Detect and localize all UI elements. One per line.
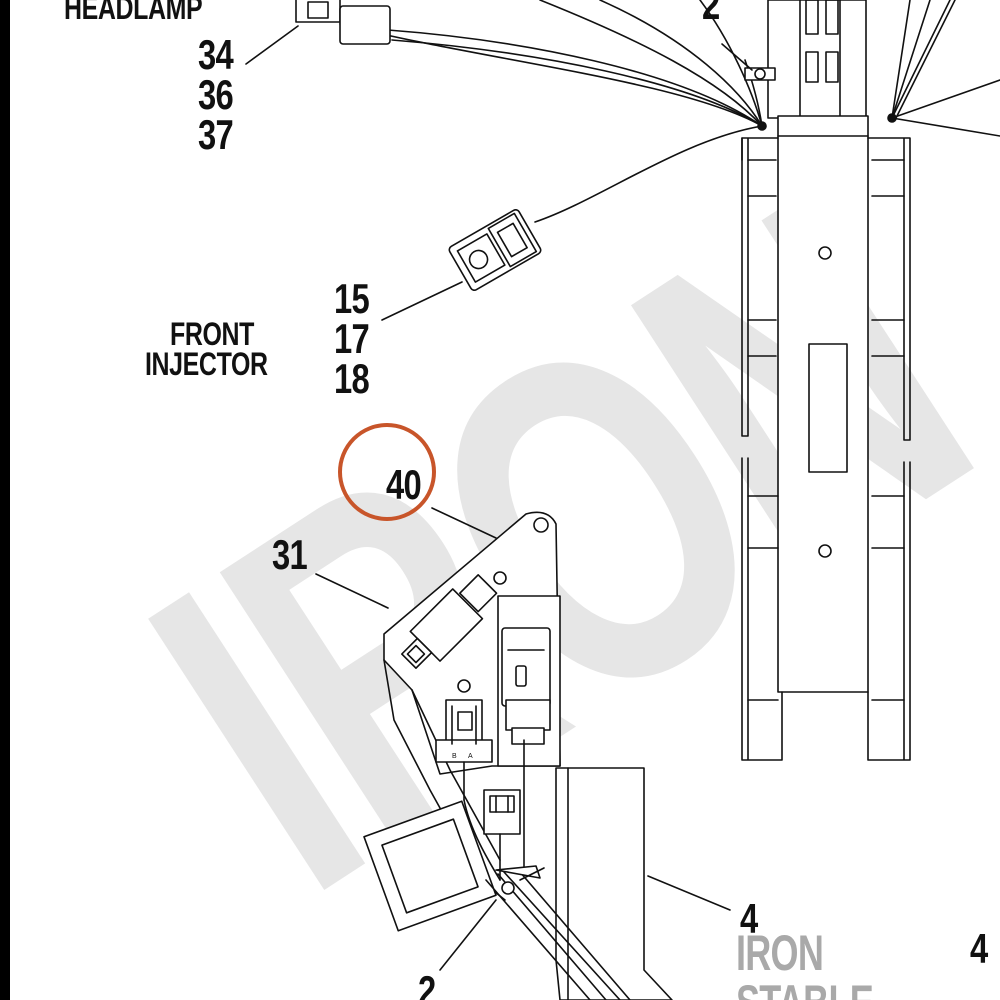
- front-injector-connector: [448, 209, 542, 291]
- callout-4-edge: 4: [970, 925, 988, 972]
- headlamp-connector: [295, 0, 391, 45]
- headlamp-label: HEADLAMP: [64, 0, 203, 26]
- callout-40: 40: [386, 461, 422, 508]
- sensor-connector-31: [401, 574, 498, 669]
- callout-37: 37: [198, 111, 234, 158]
- callout-34: 34: [198, 31, 234, 78]
- callout-2-bottom: 2: [418, 967, 436, 1000]
- small-connector: [483, 789, 521, 835]
- injector-label: INJECTOR: [145, 346, 268, 382]
- callout-4: 4: [740, 895, 758, 942]
- callout-15: 15: [334, 275, 370, 322]
- left-border-bar: [0, 0, 10, 1000]
- svg-text:A: A: [468, 753, 473, 760]
- callout-17: 17: [334, 315, 370, 362]
- harness-wires-top: [339, 0, 1000, 223]
- brand-footer: IRON STABLE: [736, 925, 874, 1000]
- svg-text:B: B: [452, 753, 457, 760]
- module-plate: [363, 800, 497, 932]
- housing-part-4: [555, 767, 673, 1000]
- callout-36: 36: [198, 71, 234, 118]
- callout-31: 31: [272, 531, 308, 578]
- callout-18: 18: [334, 355, 370, 402]
- highlight-ring: [338, 423, 436, 521]
- front-label: FRONT: [170, 316, 255, 352]
- main-plug: [501, 627, 551, 745]
- ba-connector: [435, 699, 493, 801]
- callout-2-top: 2: [702, 0, 720, 28]
- frame-backbone: [741, 0, 911, 761]
